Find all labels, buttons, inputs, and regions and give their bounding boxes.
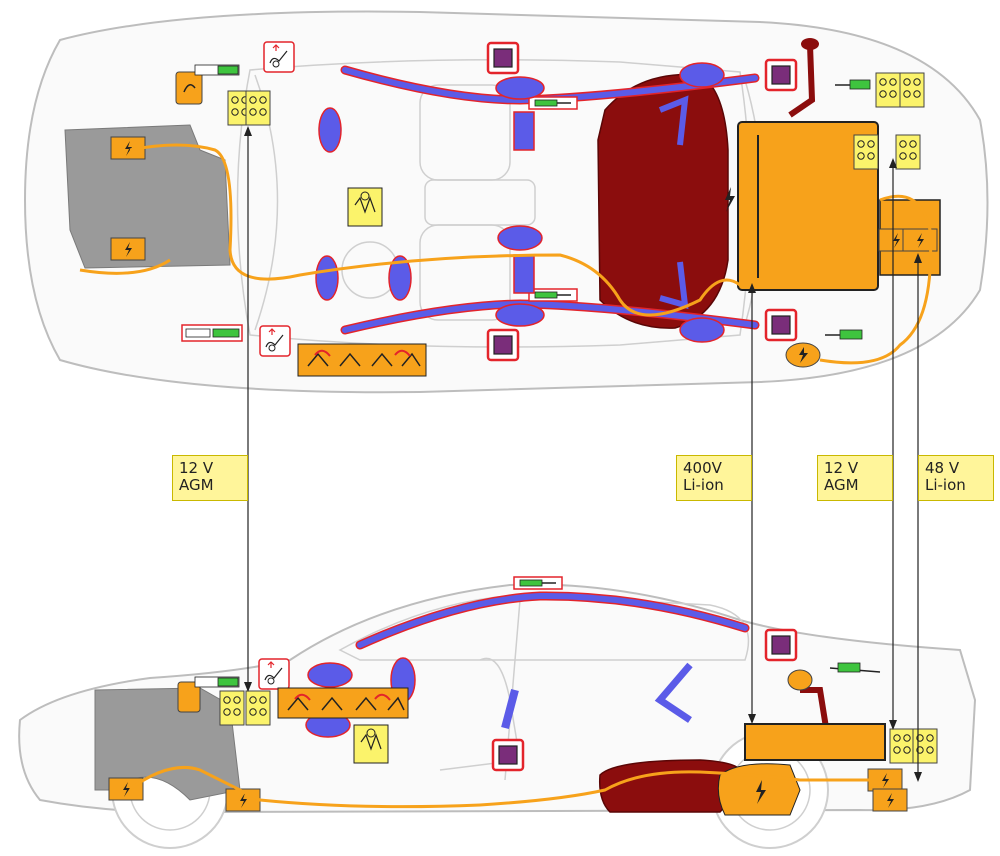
hood-actuator-icon xyxy=(183,84,196,93)
gas-spring-icon xyxy=(829,662,881,673)
side-view xyxy=(18,576,977,849)
mild-hybrid-battery-label: 48 V Li-ion xyxy=(918,455,994,501)
airbag-icon xyxy=(307,662,353,688)
rear-battery-type: AGM xyxy=(824,476,859,494)
battery-terminal-icon xyxy=(245,690,271,726)
high-voltage-bolt-icon xyxy=(108,777,144,801)
seat-airbag-right xyxy=(513,254,535,294)
hood-actuator-icon xyxy=(259,325,291,357)
front-impact-sensor-strip-side xyxy=(277,687,409,719)
seatbelt-pretensioner-icon xyxy=(764,308,798,342)
rear-side-airbag-left xyxy=(658,95,689,146)
high-voltage-bolt-icon xyxy=(756,780,766,804)
airbag-control-unit-icon xyxy=(353,724,389,764)
front-battery-type: AGM xyxy=(179,476,214,494)
gas-spring-icon xyxy=(181,324,243,342)
airbag-gas-generator-icon xyxy=(528,96,578,110)
battery-terminal-icon xyxy=(245,90,271,126)
front-impact-sensor-strip xyxy=(297,343,427,377)
airbag-icon xyxy=(679,62,725,88)
airbag-control-unit-icon xyxy=(347,187,383,227)
callout-lines xyxy=(244,126,922,782)
battery-terminal-icon xyxy=(875,72,901,108)
hv-battery-type: Li-ion xyxy=(683,476,724,494)
airbag-icon xyxy=(497,225,543,251)
airbag-icon xyxy=(315,255,339,301)
curtain-airbag-left xyxy=(340,65,760,105)
airbag-icon xyxy=(495,303,545,327)
high-voltage-bolt-icon xyxy=(872,788,908,812)
rear-side-airbag-right xyxy=(659,261,689,310)
seatbelt-pretensioner-icon xyxy=(486,41,520,75)
airbag-icon xyxy=(318,107,342,153)
fuse-box-icon xyxy=(175,71,203,105)
airbag-icon xyxy=(495,76,545,100)
battery-terminal-icon xyxy=(853,134,879,170)
battery-terminal-icon xyxy=(889,728,915,764)
rear-side-airbag-side xyxy=(654,662,693,723)
fuse-box-icon xyxy=(177,681,201,713)
seat-airbag-left xyxy=(513,111,535,151)
center-console xyxy=(424,179,536,226)
battery-terminal-icon xyxy=(219,690,245,726)
roof-curtain-airbag xyxy=(355,591,750,650)
high-voltage-bolt-icon xyxy=(110,237,146,261)
low-voltage-cable xyxy=(129,143,741,317)
airbag-icon xyxy=(679,317,725,343)
fuel-filler-neck xyxy=(788,44,816,118)
battery-terminal-icon xyxy=(899,72,925,108)
fuel-filler-cap xyxy=(801,38,819,50)
gas-spring-icon xyxy=(835,79,871,90)
hood-actuator-icon xyxy=(263,41,295,73)
high-voltage-battery-side xyxy=(744,723,886,761)
battery-terminal-icon xyxy=(912,728,938,764)
high-voltage-bolt-icon xyxy=(799,347,808,363)
hood-actuator-icon xyxy=(258,658,290,690)
mild-hybrid-battery-type: Li-ion xyxy=(925,476,966,494)
airbag-gas-generator-icon xyxy=(513,576,563,590)
fuel-tank-icon xyxy=(597,73,729,329)
front-battery-label: 12 V AGM xyxy=(172,455,248,501)
seatbelt-pretensioner-icon xyxy=(764,628,798,662)
rear-battery-voltage: 12 V xyxy=(824,459,859,477)
front-battery-voltage: 12 V xyxy=(179,459,214,477)
mild-hybrid-battery-voltage: 48 V xyxy=(925,459,960,477)
gas-spring-icon xyxy=(194,676,240,688)
seatbelt-pretensioner-icon xyxy=(491,738,525,772)
gas-spring-icon xyxy=(194,64,240,76)
seat-side-airbag xyxy=(501,688,519,730)
high-voltage-bolt-icon xyxy=(725,187,735,212)
airbag-gas-generator-icon xyxy=(528,288,578,302)
engine-bay-area xyxy=(64,124,231,269)
airbag-icon xyxy=(388,255,412,301)
battery-terminal-icon xyxy=(895,134,921,170)
hv-battery-label: 400V Li-ion xyxy=(676,455,752,501)
fuel-filler-cap-side xyxy=(787,669,813,691)
top-view xyxy=(23,10,989,394)
low-voltage-cable-side xyxy=(129,765,880,809)
high-voltage-battery xyxy=(737,121,879,291)
low-voltage-cable xyxy=(79,258,171,275)
hv-battery-voltage: 400V xyxy=(683,459,722,477)
low-voltage-cable xyxy=(819,194,933,365)
seatbelt-pretensioner-icon xyxy=(764,58,798,92)
gas-spring-icon xyxy=(825,329,863,340)
rear-battery-label: 12 V AGM xyxy=(817,455,893,501)
seatbelt-pretensioner-icon xyxy=(486,328,520,362)
